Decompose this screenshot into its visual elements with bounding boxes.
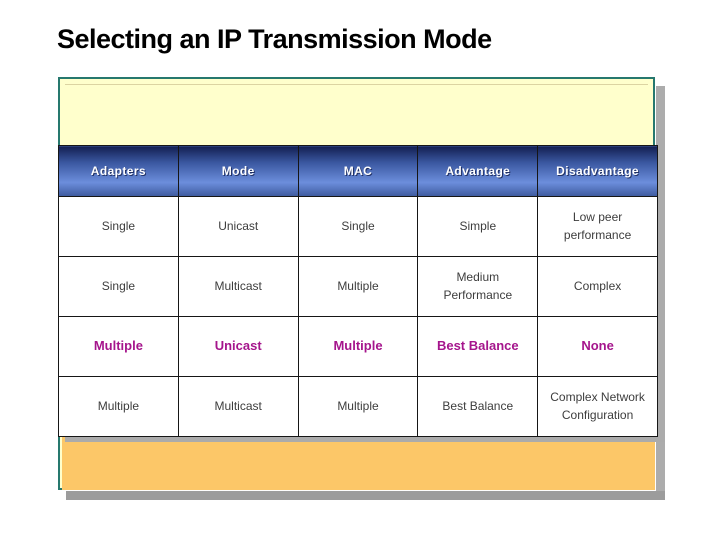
table-header-row: Adapters Mode MAC Advantage Disadvantage — [58, 145, 658, 197]
column-header-disadvantage: Disadvantage — [537, 145, 658, 197]
drop-shadow-bottom — [66, 491, 665, 500]
drop-shadow-right — [656, 86, 665, 491]
table-row-emphasized: Multiple Unicast Multiple Best Balance N… — [58, 316, 658, 377]
table-cell: Multiple — [297, 256, 419, 317]
table-cell: Low peer performance — [537, 196, 658, 257]
table-cell: Multiple — [58, 316, 179, 377]
table-cell: Complex Network Configuration — [537, 376, 658, 437]
table-cell: Single — [58, 256, 179, 317]
column-header-advantage: Advantage — [417, 145, 539, 197]
table-cell: Single — [297, 196, 419, 257]
table-cell: Multicast — [177, 256, 299, 317]
column-header-adapters: Adapters — [58, 145, 179, 197]
table-cell: Multicast — [177, 376, 299, 437]
panel-inner-line — [65, 84, 648, 85]
table-row: Multiple Multicast Multiple Best Balance… — [58, 376, 658, 437]
table-cell: Medium Performance — [417, 256, 539, 317]
table-cell: Single — [58, 196, 179, 257]
footer-bar — [62, 437, 655, 490]
table-cell: Unicast — [177, 316, 299, 377]
table-row: Single Multicast Multiple Medium Perform… — [58, 256, 658, 317]
table-cell: Best Balance — [417, 316, 539, 377]
table-cell: Multiple — [297, 376, 419, 437]
table-cell: Simple — [417, 196, 539, 257]
table-cell: Unicast — [177, 196, 299, 257]
table-cell: Best Balance — [417, 376, 539, 437]
table-cell: Multiple — [58, 376, 179, 437]
ip-transmission-table: Adapters Mode MAC Advantage Disadvantage… — [58, 145, 658, 437]
table-cell: Complex — [537, 256, 658, 317]
slide-title: Selecting an IP Transmission Mode — [57, 24, 492, 54]
column-header-mode: Mode — [177, 145, 299, 197]
table-cell: Multiple — [297, 316, 419, 377]
table-cell: None — [537, 316, 658, 377]
column-header-mac: MAC — [297, 145, 419, 197]
table-row: Single Unicast Single Simple Low peer pe… — [58, 196, 658, 257]
